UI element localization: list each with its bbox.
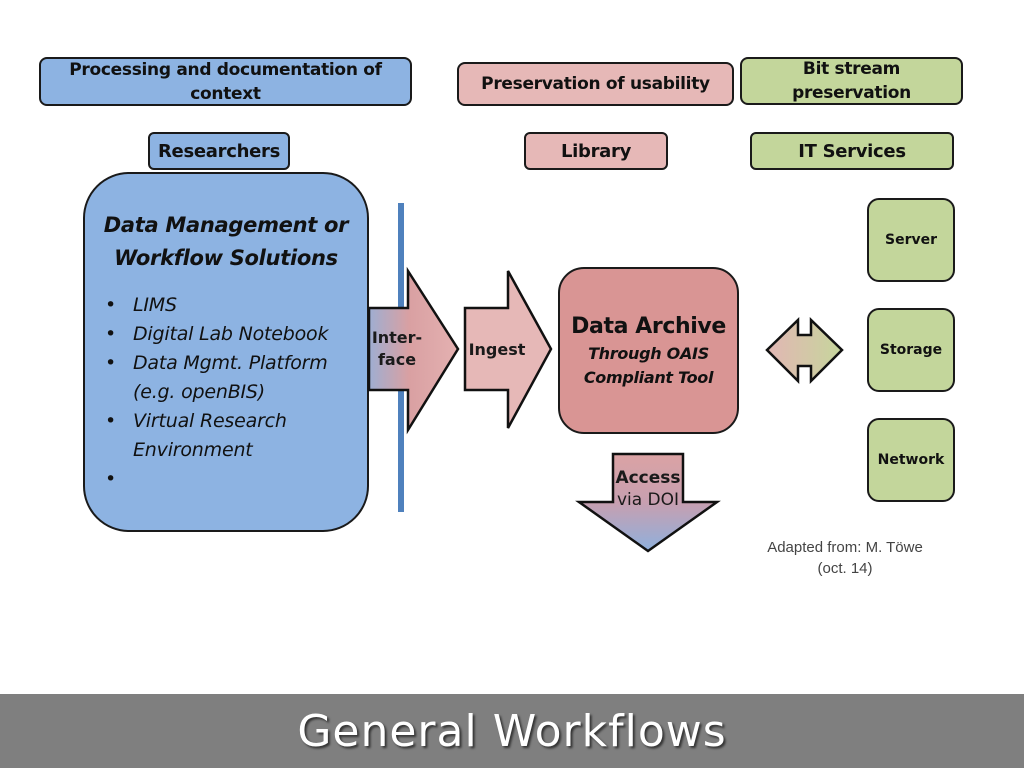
slide-title-bar: General Workflows <box>0 694 1024 768</box>
list-item: Digital Lab Notebook <box>85 320 367 349</box>
server-label: Server <box>884 232 937 248</box>
role-it-services: IT Services <box>750 132 954 170</box>
data-archive-box: Data Archive Through OAIS Compliant Tool <box>558 267 739 434</box>
server-box: Server <box>867 198 955 282</box>
list-item: LIMS <box>85 291 367 320</box>
header-bitstream-preservation: Bit stream preservation <box>740 57 963 105</box>
storage-box: Storage <box>867 308 955 392</box>
data-archive-subtitle-2: Compliant Tool <box>583 367 714 387</box>
role-it-services-label: IT Services <box>798 140 906 162</box>
data-archive-subtitle-1: Through OAIS <box>588 343 709 363</box>
interface-arrow <box>367 266 460 435</box>
interface-label-line2: face <box>377 350 417 369</box>
credit-line-2: (oct. 14) <box>817 560 873 577</box>
list-item: Data Mgmt. Platform (e.g. openBIS) <box>85 349 367 407</box>
role-researchers-label: Researchers <box>158 140 280 162</box>
interface-label-line1: Inter- <box>371 328 423 347</box>
header-processing-context: Processing and documentation of context <box>39 57 412 106</box>
list-item <box>85 465 367 494</box>
header-bitstream-preservation-label: Bit stream preservation <box>792 59 911 103</box>
header-preservation-usability-label: Preservation of usability <box>481 74 710 94</box>
slide-title: General Workflows <box>297 705 727 757</box>
source-credit: Adapted from: M. Töwe (oct. 14) <box>740 537 950 579</box>
data-management-list: LIMS Digital Lab Notebook Data Mgmt. Pla… <box>85 291 367 494</box>
role-library: Library <box>524 132 668 170</box>
interface-arrow-label: Inter- face <box>367 327 427 371</box>
credit-line-1: Adapted from: M. Töwe <box>767 539 923 556</box>
access-arrow <box>575 452 721 553</box>
role-library-label: Library <box>560 140 632 162</box>
header-preservation-usability: Preservation of usability <box>457 62 734 106</box>
diagram-shapes <box>367 203 844 553</box>
data-management-title: Data Management or Workflow Solutions <box>103 213 349 270</box>
access-arrow-label: Access via DOI <box>608 467 688 511</box>
data-management-box: Data Management or Workflow Solutions LI… <box>83 172 369 532</box>
ingest-arrow <box>463 270 553 429</box>
storage-label: Storage <box>879 342 943 358</box>
bidirectional-arrow <box>765 317 844 385</box>
header-processing-context-label: Processing and documentation of context <box>69 59 382 104</box>
network-label: Network <box>877 452 945 468</box>
data-archive-title: Data Archive <box>571 313 726 339</box>
network-box: Network <box>867 418 955 502</box>
access-label-line1: Access <box>615 468 681 488</box>
list-item: Virtual Research Environment <box>85 407 367 465</box>
role-researchers: Researchers <box>148 132 290 170</box>
ingest-arrow-label: Ingest <box>468 340 526 359</box>
access-label-line2: via DOI <box>616 490 680 510</box>
